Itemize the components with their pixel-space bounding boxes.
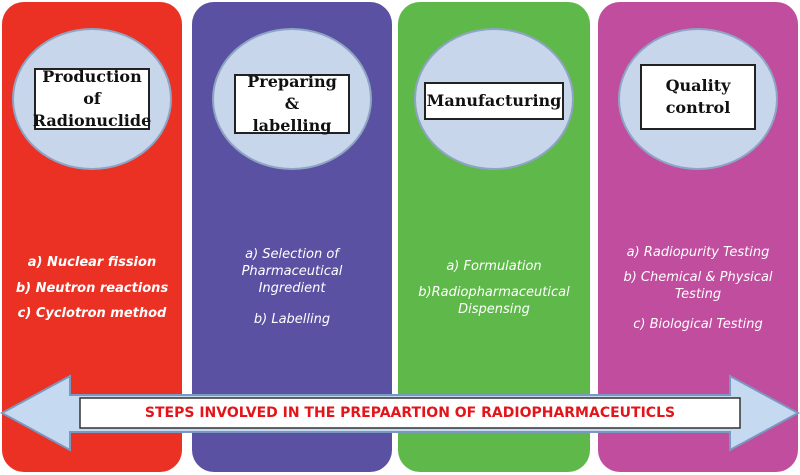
banner-title: STEPS INVOLVED IN THE PREPAARTION OF RAD…: [144, 405, 676, 421]
stage-title-manufacturing: Manufacturing: [424, 82, 564, 120]
stage-panel-quality-control: Quality control a) Radiopurity Testing b…: [598, 2, 798, 472]
banner-box: [79, 397, 741, 429]
stage-panel-production: Production of Radionuclide a) Nuclear fi…: [2, 2, 182, 472]
stage-item: b) Labelling: [253, 312, 331, 327]
stage-item: b) Chemical & Physical Testing: [623, 270, 773, 302]
stage-item: a) Radiopurity Testing: [626, 245, 770, 260]
stage-item: b) Neutron reactions: [15, 281, 169, 296]
stage-panel-preparing: Preparing & labelling a) Selection of Ph…: [192, 2, 392, 472]
stage-title-preparing: Preparing & labelling: [234, 72, 350, 135]
stage-item: b)Radiopharmaceutical Dispensing: [418, 285, 570, 317]
stage-panel-manufacturing: Manufacturing a) Formulation b)Radiophar…: [398, 2, 590, 472]
stage-title-quality-control: Quality control: [640, 64, 756, 130]
stage-title-production: Production of Radionuclide: [32, 67, 152, 130]
stage-item: c) Biological Testing: [633, 317, 763, 332]
stage-item: a) Selection of Pharmaceutical Ingredien…: [241, 247, 343, 296]
stage-item: a) Nuclear fission: [27, 255, 157, 270]
stage-item: c) Cyclotron method: [17, 306, 167, 321]
stage-item: a) Formulation: [446, 259, 542, 274]
